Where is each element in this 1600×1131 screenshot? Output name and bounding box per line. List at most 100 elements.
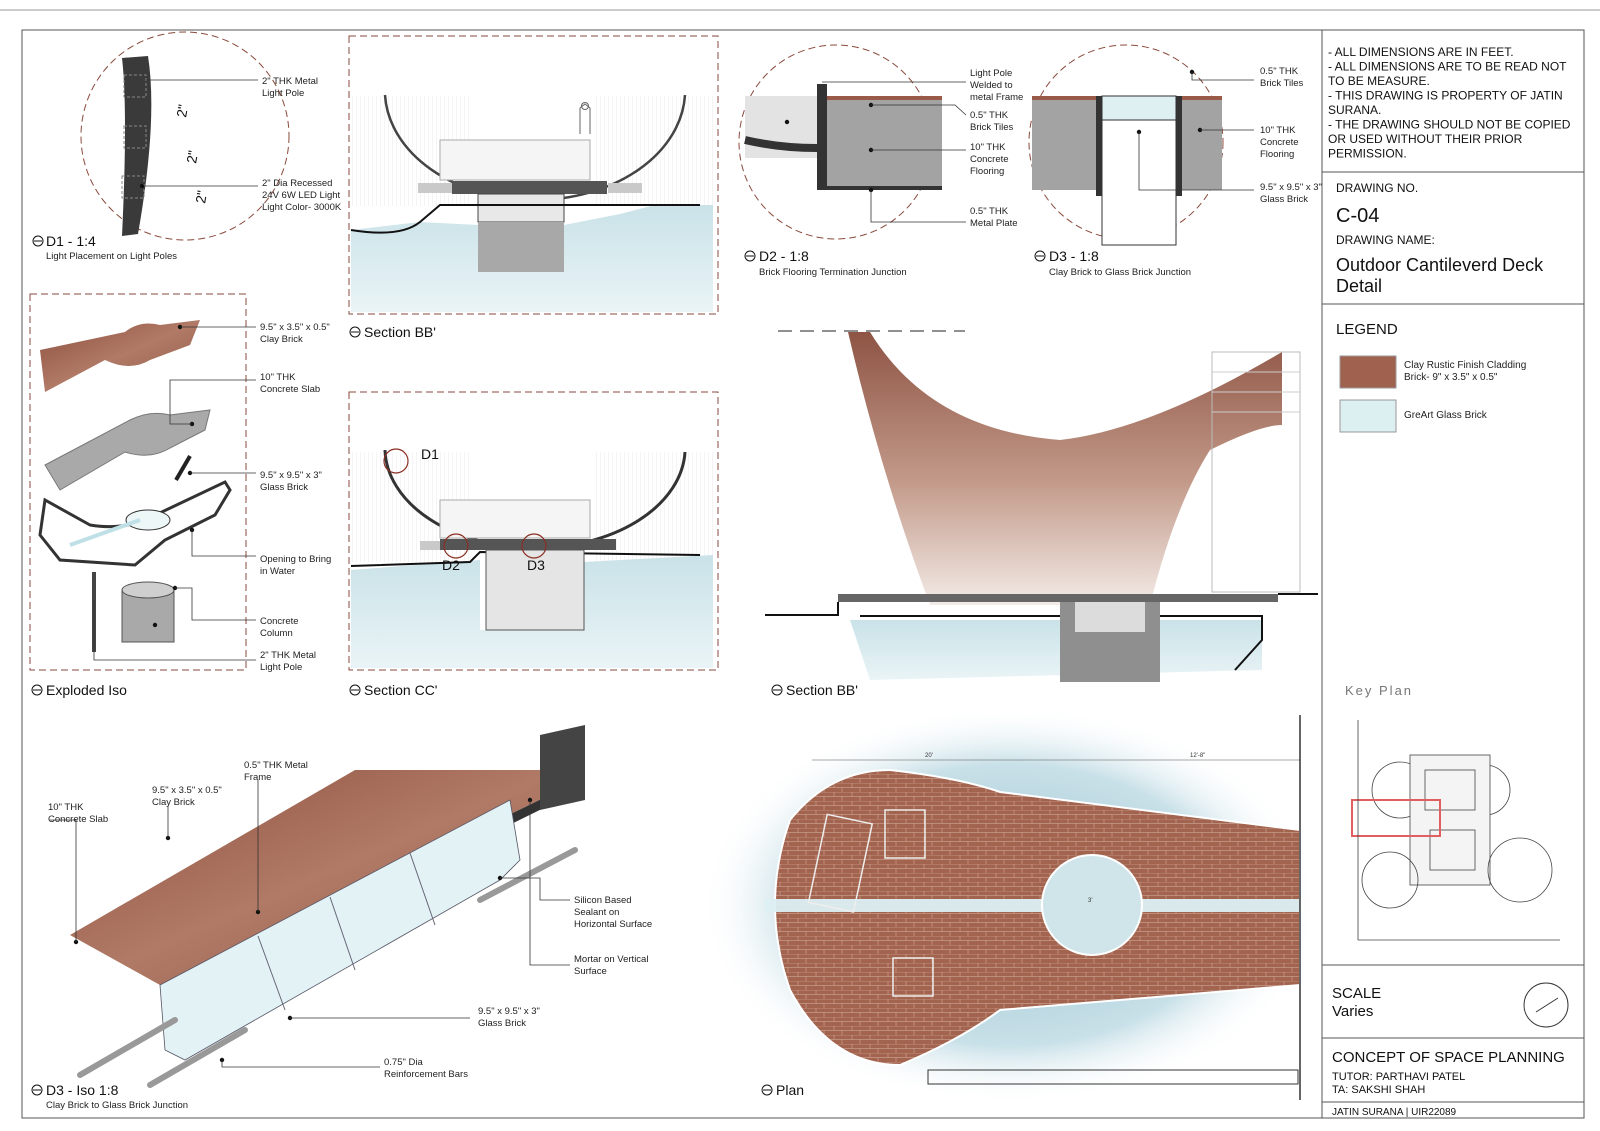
exploded-label: 10" THK <box>260 372 296 383</box>
d2-label: 0.5" THK <box>970 110 1009 121</box>
d3iso-label: 9.5" x 3.5" x 0.5" <box>152 785 222 796</box>
d1-label: 24V 6W LED Light <box>262 190 341 201</box>
key-plan-drawing <box>1351 720 1560 941</box>
course-title: CONCEPT OF SPACE PLANNING <box>1332 1049 1565 1066</box>
legend-label: Clay Rustic Finish Cladding <box>1404 360 1526 371</box>
d2-title: D2 - 1:8 <box>759 248 809 264</box>
legend-swatch <box>1339 355 1397 389</box>
exploded-label: 9.5" x 3.5" x 0.5" <box>260 322 330 333</box>
north-arrow-icon <box>1523 982 1569 1028</box>
d3-label: 9.5" x 9.5" x 3" <box>1260 182 1322 193</box>
d3iso-label: Reinforcement Bars <box>384 1069 468 1080</box>
exploded-label: Opening to Bring <box>260 554 331 565</box>
scale-value: Varies <box>1332 1003 1373 1020</box>
legend-label: GreArt Glass Brick <box>1404 410 1488 421</box>
exploded-label: 2" THK Metal <box>260 650 316 661</box>
legend-swatch <box>1339 399 1397 433</box>
d2-label: Welded to <box>970 80 1013 91</box>
exploded-label: Glass Brick <box>260 482 308 493</box>
d3iso-subtitle: Clay Brick to Glass Brick Junction <box>46 1100 188 1111</box>
exploded-label: Column <box>260 628 293 639</box>
d2-label: Brick Tiles <box>970 122 1014 133</box>
note-line: SURANA. <box>1328 103 1381 117</box>
plan-view: 20' 12'-8" 3' Plan <box>700 705 1320 1105</box>
d1-title: D1 - 1:4 <box>46 233 96 249</box>
d3iso-label: Glass Brick <box>478 1018 526 1029</box>
drawing-name: Outdoor Cantileverd Deck <box>1336 255 1544 275</box>
d3iso-label: Concrete Slab <box>48 814 108 825</box>
section-bb-large: Section BB' <box>765 330 1318 698</box>
svg-text:9.5" x 3.5" x 0.5"Clay Brick: 9.5" x 3.5" x 0.5"Clay Brick <box>152 785 222 808</box>
section-cc: D1 D2 D3 Section CC' <box>348 391 719 698</box>
section-bb-large-title: Section BB' <box>786 682 858 698</box>
d3iso-label: Mortar on Vertical <box>574 954 648 965</box>
exploded-label: Clay Brick <box>260 334 303 345</box>
key-plan-label: Key Plan <box>1345 683 1413 698</box>
d3iso-title: D3 - Iso 1:8 <box>46 1082 119 1098</box>
d3-label: Flooring <box>1260 149 1294 160</box>
d1-dim-3: 2" <box>192 189 210 204</box>
d1-label: Light Pole <box>262 88 304 99</box>
section-cc-callout: D3 <box>527 557 545 573</box>
d1-dim-1: 2" <box>173 103 191 118</box>
note-line: - THE DRAWING SHOULD NOT BE COPIED <box>1328 118 1571 132</box>
svg-text:9.5" x 9.5" x 3"Glass Brick: 9.5" x 9.5" x 3"Glass Brick <box>1260 182 1322 205</box>
svg-text:9.5" x 9.5" x 3"Glass Brick: 9.5" x 9.5" x 3"Glass Brick <box>260 470 322 493</box>
section-bb-small: Section BB' <box>348 35 719 340</box>
d3iso-label: Clay Brick <box>152 797 195 808</box>
d3-label: Concrete <box>1260 137 1299 148</box>
plan-dim: 12'-8" <box>1190 753 1205 759</box>
d2-label: Metal Plate <box>970 218 1018 229</box>
d3iso-label: Frame <box>244 772 271 783</box>
drawing-no-label: DRAWING NO. <box>1336 181 1418 195</box>
d1-label: 2" Dia Recessed <box>262 178 332 189</box>
d1-dim-2: 2" <box>183 149 201 164</box>
exploded-label: 9.5" x 9.5" x 3" <box>260 470 322 481</box>
d3iso-label: 0.5" THK Metal <box>244 760 308 771</box>
d3-label: Brick Tiles <box>1260 78 1304 89</box>
title-block: - ALL DIMENSIONS ARE IN FEET. - ALL DIME… <box>1322 45 1584 1118</box>
d2-label: metal Frame <box>970 92 1023 103</box>
scale-label: SCALE <box>1332 985 1381 1002</box>
legend-label: Brick- 9" x 3.5" x 0.5" <box>1404 372 1498 383</box>
drawing-name-label: DRAWING NAME: <box>1336 233 1435 247</box>
d2-label: Light Pole <box>970 68 1012 79</box>
d3-label: 0.5" THK <box>1260 66 1299 77</box>
plan-dim: 20' <box>925 753 933 759</box>
section-cc-title: Section CC' <box>364 682 437 698</box>
exploded-label: in Water <box>260 566 295 577</box>
exploded-title: Exploded Iso <box>46 682 127 698</box>
exploded-label: Light Pole <box>260 662 302 673</box>
sheet-border <box>21 29 1585 1119</box>
d3iso-label: 10" THK <box>48 802 84 813</box>
tutor: TUTOR: PARTHAVI PATEL <box>1332 1071 1465 1083</box>
d3iso-label: 0.75" Dia <box>384 1057 423 1068</box>
student: JATIN SURANA | UIR22089 <box>1332 1107 1457 1118</box>
note-line: - ALL DIMENSIONS ARE TO BE READ NOT <box>1328 60 1567 74</box>
d3-label: Glass Brick <box>1260 194 1308 205</box>
plan-title: Plan <box>776 1082 804 1098</box>
note-line: TO BE MEASURE. <box>1328 74 1430 88</box>
d1-label: Light Color- 3000K <box>262 202 342 213</box>
note-line: - THIS DRAWING IS PROPERTY OF JATIN <box>1328 89 1563 103</box>
d2-subtitle: Brick Flooring Termination Junction <box>759 267 907 278</box>
note-line: - ALL DIMENSIONS ARE IN FEET. <box>1328 45 1514 59</box>
